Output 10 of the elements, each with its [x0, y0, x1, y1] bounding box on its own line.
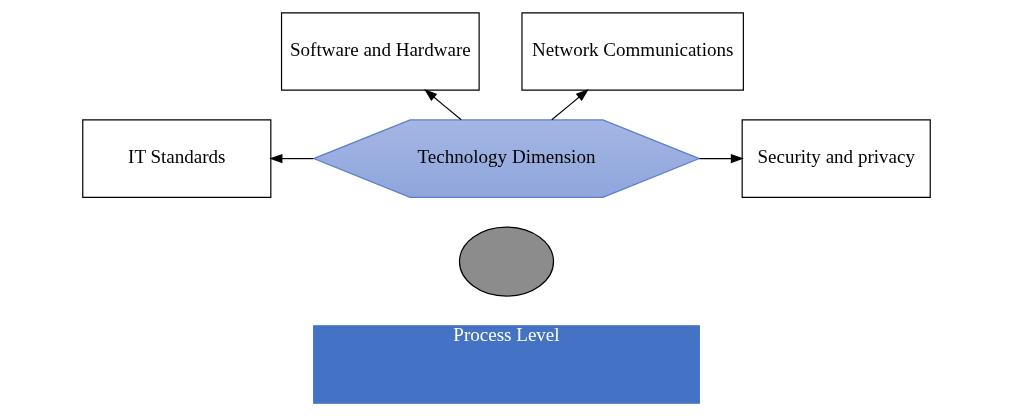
arrow	[551, 89, 589, 121]
arrow	[269, 154, 315, 164]
node-box: Security and privacy	[741, 119, 931, 198]
arrow	[698, 154, 744, 164]
node-circle	[458, 226, 555, 297]
node-box: Process Level	[313, 325, 700, 404]
node-box: IT Standards	[82, 119, 272, 198]
arrow	[424, 89, 462, 121]
node-box: Network Communications	[521, 12, 744, 91]
node-box: Software and Hardware	[280, 12, 480, 91]
